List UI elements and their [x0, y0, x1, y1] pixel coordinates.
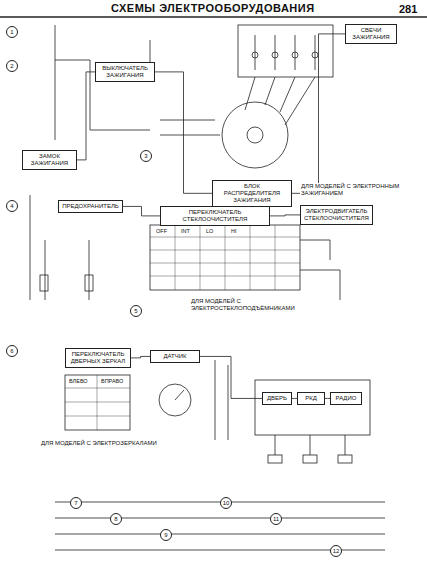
component-name: ПЕРЕКЛЮЧАТЕЛЬ СТЕКЛООЧИСТИТЕЛЯ: [164, 209, 266, 223]
page-number: 281: [398, 3, 418, 16]
component-box: ПЕРЕКЛЮЧАТЕЛЬ СТЕКЛООЧИСТИТЕЛЯ: [160, 206, 270, 226]
component-name: РКД: [301, 395, 321, 402]
table-grid: [150, 225, 300, 290]
component-box: РАДИО: [330, 392, 362, 405]
callout-number: 7: [70, 497, 82, 509]
component-box: ПЕРЕКЛЮЧАТЕЛЬ ДВЕРНЫХ ЗЕРКАЛ: [65, 348, 131, 368]
component-box: ЗАМОК ЗАЖИГАНИЯ: [22, 150, 77, 170]
component-name: ДАТЧИК: [154, 353, 196, 360]
component-name: СВЕЧИ ЗАЖИГАНИЯ: [349, 27, 393, 41]
callout-number: 1: [6, 26, 18, 38]
wire: [300, 240, 330, 260]
distributor-rotor: [247, 127, 263, 143]
wire-connector: [77, 72, 95, 160]
wire-connector: [292, 34, 345, 193]
callout-number: 6: [6, 345, 18, 357]
wire-connector: [123, 206, 160, 215]
wire: [160, 120, 215, 121]
callout-number: 2: [6, 60, 18, 72]
component-box: ВЫКЛЮЧАТЕЛЬ ЗАЖИГАНИЯ: [95, 62, 155, 82]
table-cell: LO: [205, 228, 214, 234]
resistor-symbol: [40, 275, 48, 291]
callout-number: 10: [220, 497, 232, 509]
table-cell: ВЛЕВО: [68, 378, 89, 384]
callout-number: 12: [330, 545, 342, 557]
header-rule: [0, 16, 427, 18]
component-name: ЭЛЕКТРОДВИГАТЕЛЬ СТЕКЛООЧИСТИТЕЛЯ: [304, 208, 369, 222]
note: ДЛЯ МОДЕЛЕЙ С ЭЛЕКТРОННЫМ ЗАЖИГАНИЕМ: [300, 183, 422, 197]
component-box: ДВЕРЬ: [262, 392, 292, 405]
callout-number: 8: [110, 513, 122, 525]
table-cell: OFF: [155, 228, 168, 234]
wire: [30, 195, 31, 300]
wire: [300, 270, 340, 300]
callout-number: 5: [130, 305, 142, 317]
unit-housing: [255, 380, 370, 435]
spark-plugs: [245, 35, 318, 125]
bus-line: [55, 534, 385, 535]
wire-connector: [155, 72, 212, 193]
component-name: ДВЕРЬ: [266, 395, 288, 402]
wire: [55, 25, 56, 140]
component-name: ПЕРЕКЛЮЧАТЕЛЬ ДВЕРНЫХ ЗЕРКАЛ: [69, 351, 127, 365]
bus-line: [55, 518, 385, 519]
gauge-symbol: [159, 384, 191, 416]
table-cell: INT: [180, 228, 191, 234]
wire: [215, 360, 216, 440]
component-box: ЭЛЕКТРОДВИГАТЕЛЬ СТЕКЛООЧИСТИТЕЛЯ: [300, 205, 373, 225]
connector-pins: [268, 435, 352, 463]
component-box: ДАТЧИК: [150, 350, 200, 363]
page-title: СХЕМЫ ЭЛЕКТРООБОРУДОВАНИЯ: [110, 2, 316, 15]
component-box: СВЕЧИ ЗАЖИГАНИЯ: [345, 24, 397, 44]
note: ДЛЯ МОДЕЛЕЙ С ЭЛЕКТРОСТЕКЛОПОДЪЁМНИКАМИ: [190, 298, 312, 312]
component-box: ПРЕДОХРАНИТЕЛЬ: [58, 200, 123, 213]
wire: [160, 135, 220, 136]
component-name: РАДИО: [334, 395, 358, 402]
wire-connector: [200, 356, 262, 398]
switch-table: [150, 225, 300, 290]
wire-connector: [270, 215, 300, 216]
gauge-needle: [175, 390, 184, 400]
component-name: БЛОК РАСПРЕДЕЛИТЕЛЯ ЗАЖИГАНИЯ: [216, 183, 288, 204]
component-name: ВЫКЛЮЧАТЕЛЬ ЗАЖИГАНИЯ: [99, 65, 151, 79]
table-cell: ВПРАВО: [100, 378, 124, 384]
table-cell: HI: [230, 228, 238, 234]
switch-table: [65, 375, 130, 430]
note: ДЛЯ МОДЕЛЕЙ С ЭЛЕКТРОЗЕРКАЛАМИ: [40, 440, 158, 447]
callout-number: 4: [6, 200, 18, 212]
distributor-symbol: [222, 102, 288, 168]
component-box: БЛОК РАСПРЕДЕЛИТЕЛЯ ЗАЖИГАНИЯ: [212, 180, 292, 207]
component-name: ЗАМОК ЗАЖИГАНИЯ: [26, 153, 73, 167]
component-box: РКД: [297, 392, 325, 405]
callout-number: 11: [270, 513, 282, 525]
table-grid: [65, 375, 130, 430]
wire: [228, 365, 229, 440]
callout-number: 9: [160, 529, 172, 541]
wire: [89, 240, 90, 300]
wire-connector: [131, 356, 150, 357]
callout-number: 3: [140, 150, 152, 162]
component-name: ПРЕДОХРАНИТЕЛЬ: [62, 203, 119, 210]
wire: [55, 60, 150, 130]
